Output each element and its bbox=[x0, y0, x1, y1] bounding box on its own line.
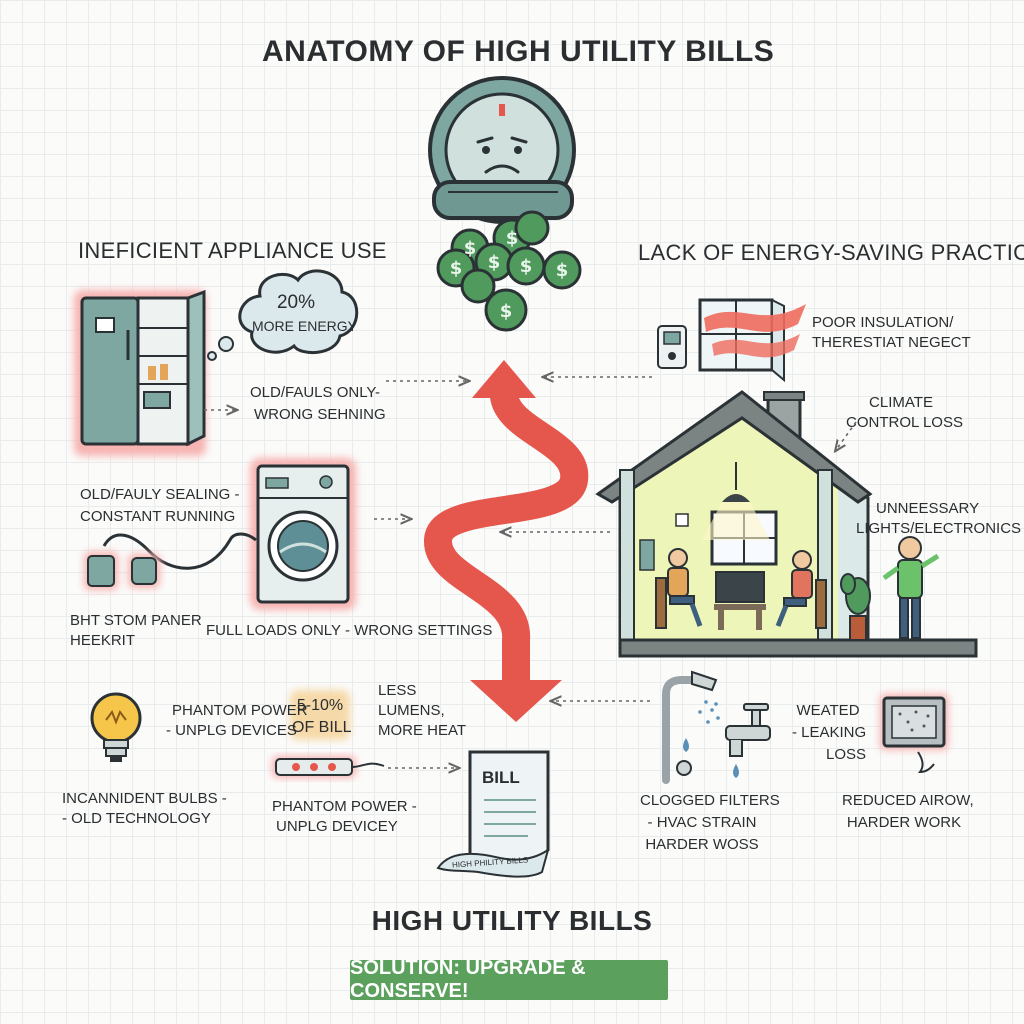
central-flow-arrow bbox=[424, 360, 589, 722]
phantom-line1: PHANTOM POWER bbox=[172, 702, 308, 719]
power-plug-icon bbox=[84, 532, 257, 590]
thought-cloud bbox=[207, 269, 359, 361]
power-strip-icon bbox=[272, 756, 385, 778]
percent-of-bill: OF BILL bbox=[292, 719, 352, 736]
leaking-faucet-icon bbox=[725, 703, 771, 778]
shower-icon bbox=[662, 670, 720, 784]
right-section-heading: LACK OF ENERGY-SAVING PRACTICES bbox=[638, 240, 1024, 265]
window-line1: POOR INSULATION/ bbox=[812, 314, 954, 331]
bottom-title: HIGH UTILITY BILLS bbox=[371, 905, 653, 936]
leak-line1: WEATED bbox=[796, 702, 860, 719]
lights-line2: LIGHTS/ELECTRONICS bbox=[856, 520, 1022, 537]
percent-badge bbox=[290, 690, 350, 740]
filters-line2: - HVAC STRAIN bbox=[647, 814, 757, 831]
lights-line1: UNNEESSARY bbox=[876, 500, 980, 517]
person-left bbox=[667, 548, 703, 627]
loads-label: FULL LOADS ONLY - WRONG SETTINGS bbox=[206, 622, 493, 639]
standing-person-icon bbox=[882, 536, 940, 639]
filters-line1: CLOGGED FILTERS bbox=[640, 792, 780, 809]
lumens-line3: MORE HEAT bbox=[378, 722, 467, 739]
bill-paper-icon bbox=[436, 750, 550, 878]
sad-meter-icon bbox=[428, 76, 576, 224]
dotted-connectors bbox=[204, 377, 857, 768]
solution-banner: SOLUTION: UPGRADE & CONSERVE! bbox=[350, 957, 668, 1002]
sealing-line2: CONSTANT RUNNING bbox=[80, 508, 236, 525]
svg-text:$: $ bbox=[450, 258, 463, 279]
airflow-line1: REDUCED AIROW, bbox=[842, 792, 974, 809]
strip-line1: PHANTOM POWER - bbox=[272, 798, 417, 815]
airflow-line2: HARDER WORK bbox=[846, 814, 962, 831]
light-bulb-icon bbox=[90, 692, 142, 762]
climate-line1: CLIMATE bbox=[869, 394, 933, 411]
climate-line2: CONTROL LOSS bbox=[846, 414, 963, 431]
potted-plant-icon bbox=[840, 573, 871, 641]
clogged-filter-icon bbox=[880, 694, 948, 774]
house-icon bbox=[595, 390, 978, 658]
left-section-heading: INEFICIENT APPLIANCE USE bbox=[78, 238, 387, 263]
sealing-line1: OLD/FAULY SEALING - bbox=[80, 486, 240, 503]
refrigerator-icon bbox=[74, 289, 206, 456]
cloud-percent: 20% bbox=[276, 292, 316, 313]
window-line2: THERESTIAT NEGECT bbox=[812, 334, 971, 351]
fridge-note-line1: OLD/FAULS ONLY- bbox=[250, 384, 381, 401]
page-title: ANATOMY OF HIGH UTILITY BILLS bbox=[262, 35, 775, 68]
lumens-line2: LUMENS, bbox=[378, 702, 445, 719]
filters-line3: HARDER WOSS bbox=[645, 836, 759, 853]
bill-header: BILL bbox=[482, 768, 520, 787]
bulbs-line2: - OLD TECHNOLOGY bbox=[62, 810, 211, 827]
percent-value: 5-10% bbox=[296, 697, 344, 714]
fridge-note-line2: WRONG SEHNING bbox=[254, 406, 386, 423]
person-right bbox=[775, 550, 813, 627]
leak-line2: - LEAKING bbox=[792, 724, 867, 741]
phantom-line2: - UNPLG DEVICES bbox=[166, 722, 297, 739]
washing-machine-icon bbox=[250, 458, 356, 610]
plug-line1: BHT STOM PANER bbox=[70, 612, 202, 629]
drafty-window-icon bbox=[698, 298, 806, 383]
plug-line2: HEEKRIT bbox=[70, 632, 136, 649]
strip-line2: UNPLG DEVICEY bbox=[276, 818, 398, 835]
bulbs-line1: INCANNIDENT BULBS - bbox=[62, 790, 227, 807]
svg-text:$: $ bbox=[464, 238, 477, 259]
leak-line3: LOSS bbox=[825, 746, 867, 763]
lumens-line1: LESS bbox=[378, 682, 417, 699]
thermostat-icon bbox=[657, 325, 687, 369]
falling-coins-icon: $$$ $$$ $ bbox=[436, 210, 582, 332]
svg-text:$: $ bbox=[506, 228, 519, 249]
cloud-energy-label: MORE ENERGY bbox=[252, 318, 358, 334]
svg-text:$: $ bbox=[488, 252, 501, 273]
svg-text:$: $ bbox=[520, 256, 533, 277]
svg-text:$: $ bbox=[556, 260, 569, 281]
svg-text:$: $ bbox=[500, 301, 513, 322]
